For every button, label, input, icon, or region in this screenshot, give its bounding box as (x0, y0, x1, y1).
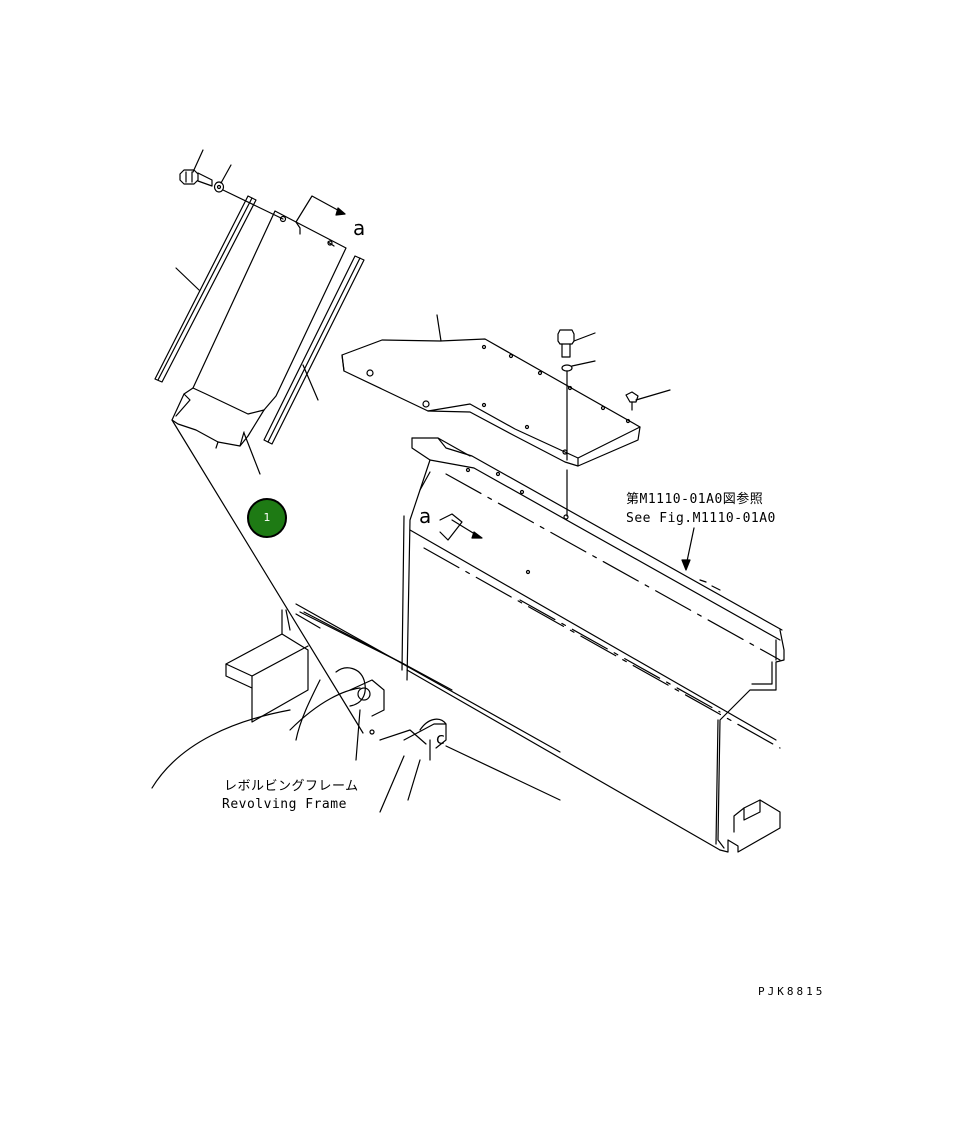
drawing-code: PJK8815 (758, 985, 826, 998)
right-seal-strip (263, 255, 365, 445)
right-washer (561, 360, 596, 520)
cover-plate (171, 210, 347, 475)
reference-label-jp: 第M1110-01A0図参照 (626, 492, 764, 507)
upper-cover-plate (341, 314, 641, 467)
revolving-frame (151, 603, 561, 813)
assembly-leader (171, 419, 453, 734)
right-bolt (557, 329, 596, 358)
top-washer (213, 164, 284, 220)
revolving-frame-label-en: Revolving Frame (222, 797, 347, 812)
part-callout-number: 1 (263, 511, 271, 524)
housing-body (401, 437, 785, 853)
view-label-a-body: a (419, 504, 432, 528)
left-seal-strip (154, 195, 257, 383)
view-label-a-top: a (353, 216, 366, 240)
top-bolt (179, 149, 213, 187)
revolving-frame-label-jp: レボルビングフレーム (224, 779, 359, 794)
part-callout-1[interactable]: 1 (247, 498, 287, 538)
reference-label-en: See Fig.M1110-01A0 (626, 511, 776, 526)
view-arrow-a-top (295, 195, 346, 223)
plug-fitting (625, 389, 671, 411)
view-label-c: c (436, 729, 445, 748)
